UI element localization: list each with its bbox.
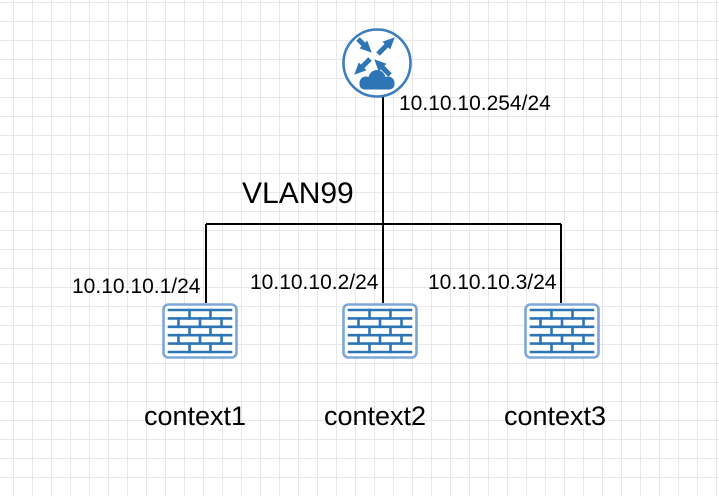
router-node[interactable] <box>342 28 412 103</box>
firewall1-name-label: context1 <box>144 401 247 431</box>
firewall1-ip-label: 10.10.10.1/24 <box>72 275 201 298</box>
router-ip-label: 10.10.10.254/24 <box>399 92 551 115</box>
firewall2-name-label: context2 <box>324 401 427 431</box>
firewall3-ip-label: 10.10.10.3/24 <box>428 271 557 294</box>
firewall1-node[interactable] <box>162 303 238 364</box>
firewall-icon <box>524 303 600 359</box>
router-cloud-icon <box>342 28 412 98</box>
firewall2-ip-label: 10.10.10.2/24 <box>250 271 379 294</box>
firewall3-name-label: context3 <box>504 401 607 431</box>
vlan-label: VLAN99 <box>242 177 354 210</box>
firewall-icon <box>342 303 418 359</box>
firewall-icon <box>162 303 238 359</box>
firewall3-node[interactable] <box>524 303 600 364</box>
firewall2-node[interactable] <box>342 303 418 364</box>
